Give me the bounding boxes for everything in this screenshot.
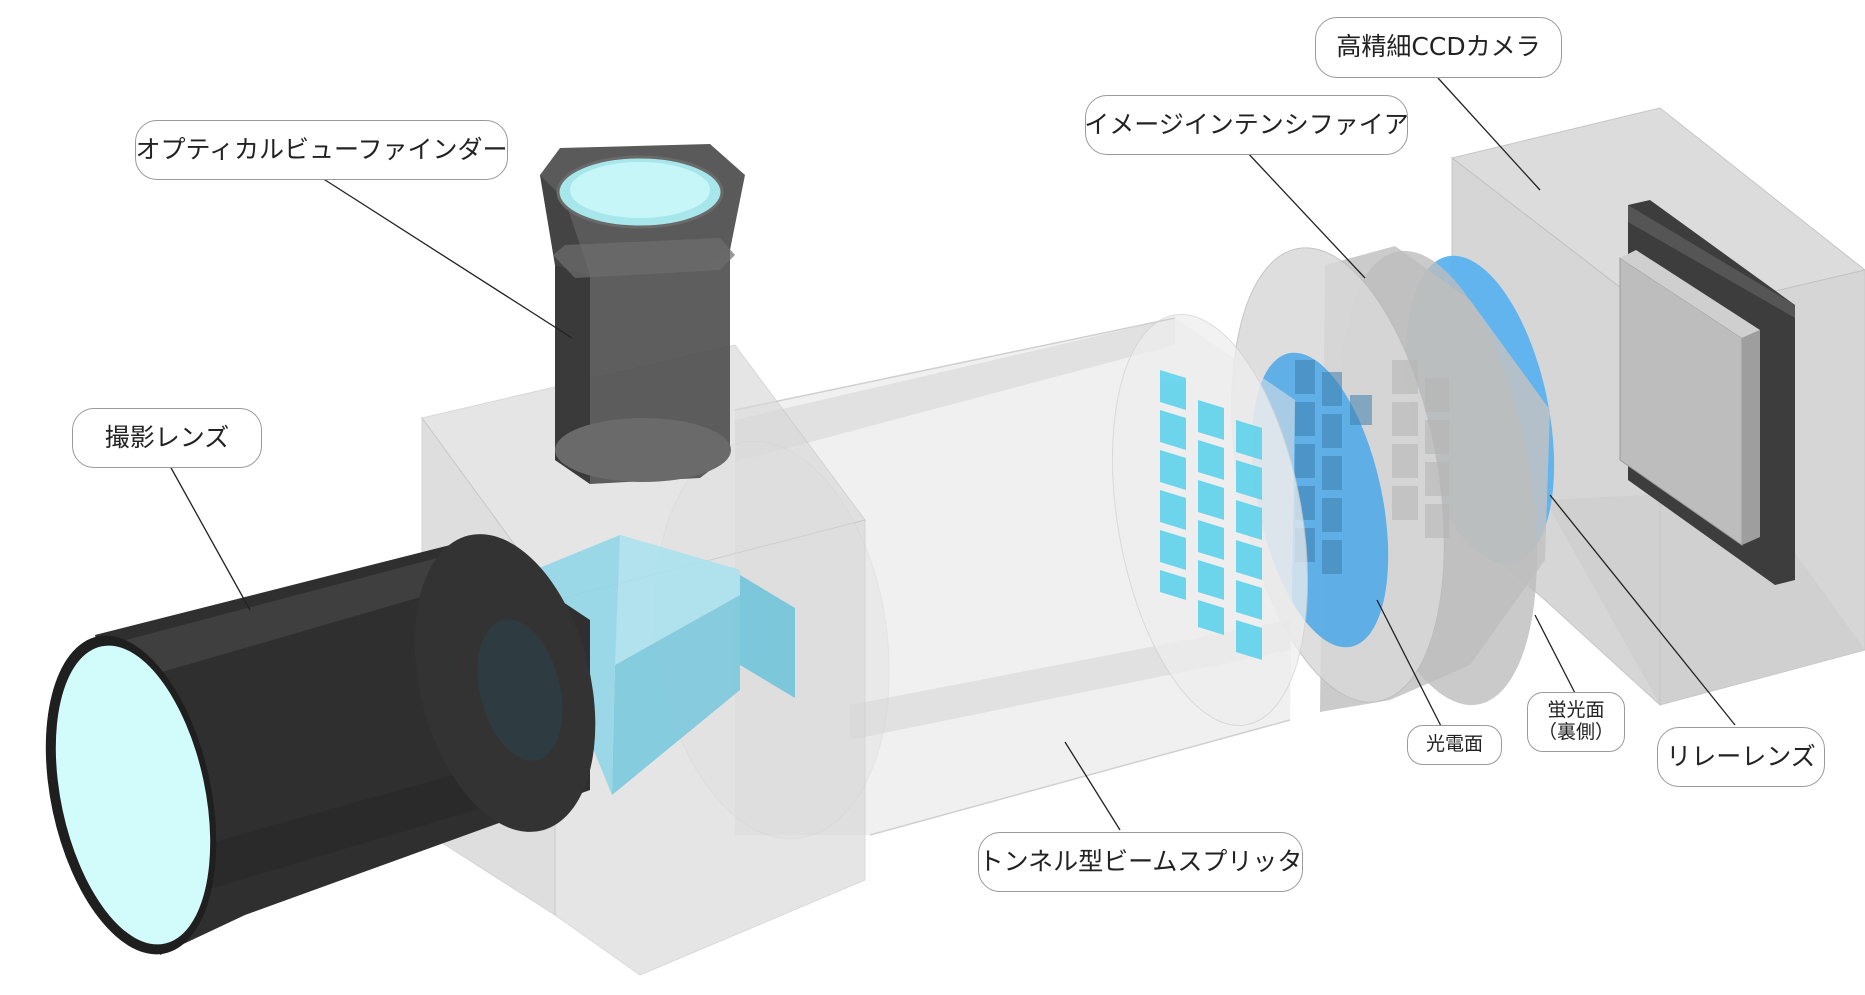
label-phosphor-screen: 蛍光面 （裏側）: [1527, 692, 1625, 752]
label-phosphor-screen-line1: 蛍光面: [1547, 699, 1605, 722]
leader-image-intensifier: [1244, 149, 1366, 279]
leader-photocathode: [1376, 599, 1444, 731]
prism-side-plate: [740, 575, 795, 698]
label-photocathode: 光電面: [1407, 725, 1502, 765]
leader-lines: [169, 77, 1736, 831]
label-image-intensifier: イメージインテンシファイア: [1084, 95, 1409, 155]
front-image-grid: [1160, 370, 1262, 660]
tunnel-beam-splitter-tube: [734, 314, 1309, 836]
optical-viewfinder-body: [540, 144, 745, 484]
leader-relay-lens: [1549, 494, 1736, 726]
leader-phosphor-screen: [1534, 614, 1577, 696]
taking-lens-body: [45, 534, 596, 955]
leader-viewfinder: [321, 177, 573, 339]
label-relay-lens: リレーレンズ: [1657, 727, 1825, 787]
label-optical-viewfinder: オプティカルビューファインダー: [135, 120, 508, 180]
label-tunnel-beam-splitter: トンネル型ビームスプリッタ: [978, 832, 1303, 892]
taking-lens-front-glass: [55, 645, 211, 945]
label-high-res-ccd-camera: 高精細CCDカメラ: [1315, 17, 1562, 78]
leader-ccd-camera: [1437, 77, 1541, 191]
label-taking-lens: 撮影レンズ: [72, 408, 262, 468]
leader-tunnel-beam-splitter: [1064, 741, 1121, 831]
prism: [522, 535, 795, 795]
leader-taking-lens: [169, 465, 251, 611]
label-phosphor-screen-line2: （裏側）: [1537, 721, 1614, 743]
